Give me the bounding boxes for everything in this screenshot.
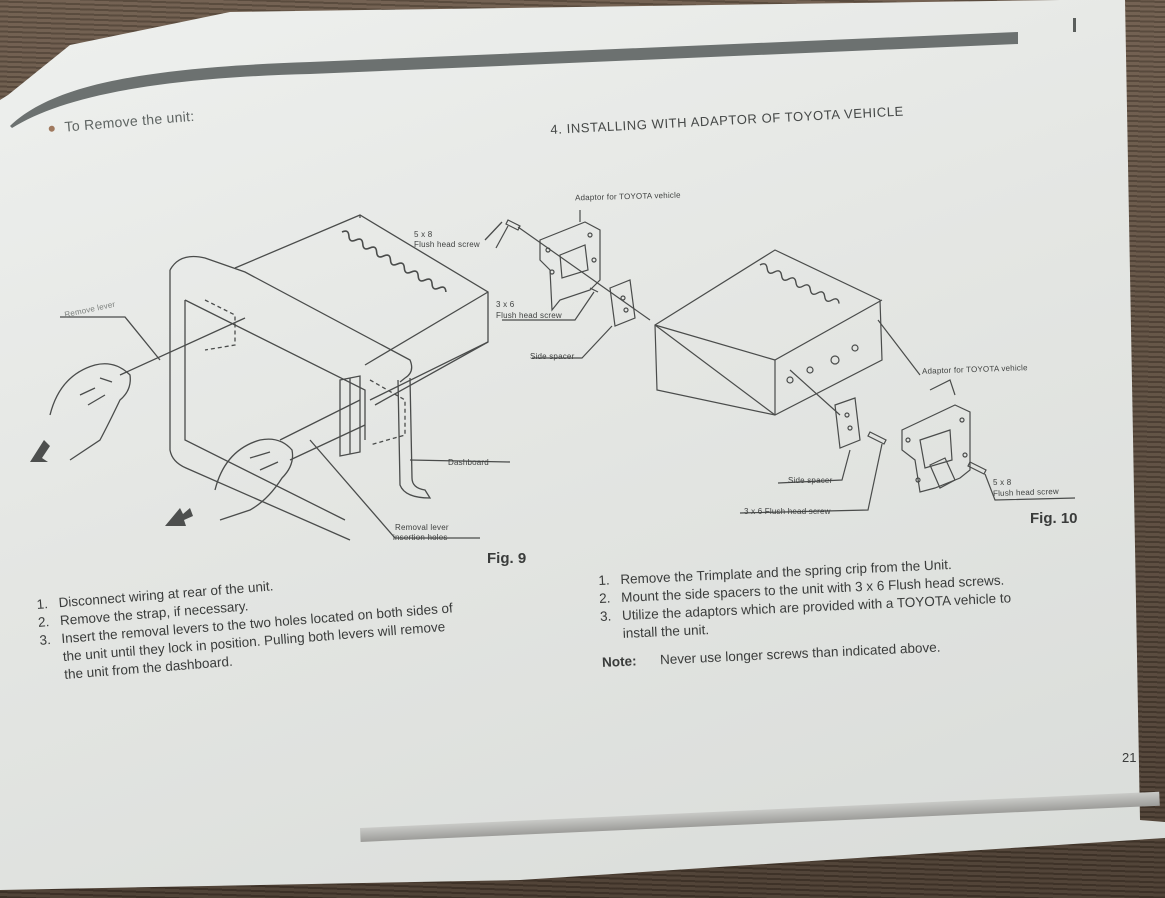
step-number bbox=[43, 679, 65, 681]
figure-9-caption: Fig. 9 bbox=[487, 550, 527, 567]
label-screw-5x8-right-size: 5 x 8 bbox=[993, 478, 1012, 487]
label-screw-5x8-size: 5 x 8 bbox=[414, 230, 433, 239]
label-side-spacer-bottom: Side spacer bbox=[788, 476, 833, 485]
step-text: install the unit. bbox=[622, 622, 710, 641]
step-number: 2. bbox=[37, 614, 50, 630]
figure-9-removal-diagram bbox=[30, 214, 511, 541]
figure-10-adaptor-diagram bbox=[495, 210, 1076, 514]
label-screw-3x6-bottom: 3 x 6 Flush head screw bbox=[744, 507, 831, 516]
section-heading-remove: To Remove the unit: bbox=[48, 108, 195, 136]
note-text: Never use longer screws than indicated a… bbox=[659, 639, 941, 668]
figure-10-caption: Fig. 10 bbox=[1030, 510, 1078, 527]
pull-arrow-icon bbox=[30, 440, 193, 526]
page-corner-mark bbox=[1073, 18, 1076, 32]
step-number bbox=[41, 661, 63, 663]
label-adaptor-top: Adaptor for TOYOTA vehicle bbox=[574, 190, 681, 203]
step-number: 1. bbox=[36, 596, 49, 612]
note-label: Note: bbox=[601, 653, 637, 670]
section-heading-install: 4. INSTALLING WITH ADAPTOR OF TOYOTA VEH… bbox=[550, 103, 905, 137]
label-screw-3x6-size: 3 x 6 bbox=[496, 300, 515, 309]
bullet-icon bbox=[48, 125, 56, 133]
step-number: 2. bbox=[598, 590, 611, 606]
label-insertion-holes-2: insertion holes bbox=[393, 533, 448, 542]
install-steps-list: 1.Remove the Trimplate and the spring cr… bbox=[598, 553, 1014, 672]
page-number: 21 bbox=[1122, 750, 1137, 765]
label-side-spacer-top: Side spacer bbox=[530, 352, 575, 361]
removal-steps-list: 1.Disconnect wiring at rear of the unit.… bbox=[36, 563, 456, 685]
label-remove-lever: Remove lever bbox=[63, 299, 117, 320]
label-dashboard: Dashboard bbox=[448, 458, 489, 467]
heading-text: To Remove the unit: bbox=[63, 107, 196, 135]
step-number bbox=[601, 638, 623, 639]
label-insertion-holes-1: Removal lever bbox=[395, 523, 449, 532]
step-number: 1. bbox=[598, 572, 610, 588]
step-number: 3. bbox=[599, 608, 612, 624]
step-number: 3. bbox=[38, 632, 52, 648]
label-screw-3x6-desc: Flush head screw bbox=[496, 311, 562, 320]
label-screw-5x8-desc: Flush head screw bbox=[414, 240, 480, 249]
label-adaptor-right: Adaptor for TOYOTA vehicle bbox=[921, 363, 1028, 376]
label-screw-5x8-right-desc: Flush head screw bbox=[992, 486, 1060, 499]
